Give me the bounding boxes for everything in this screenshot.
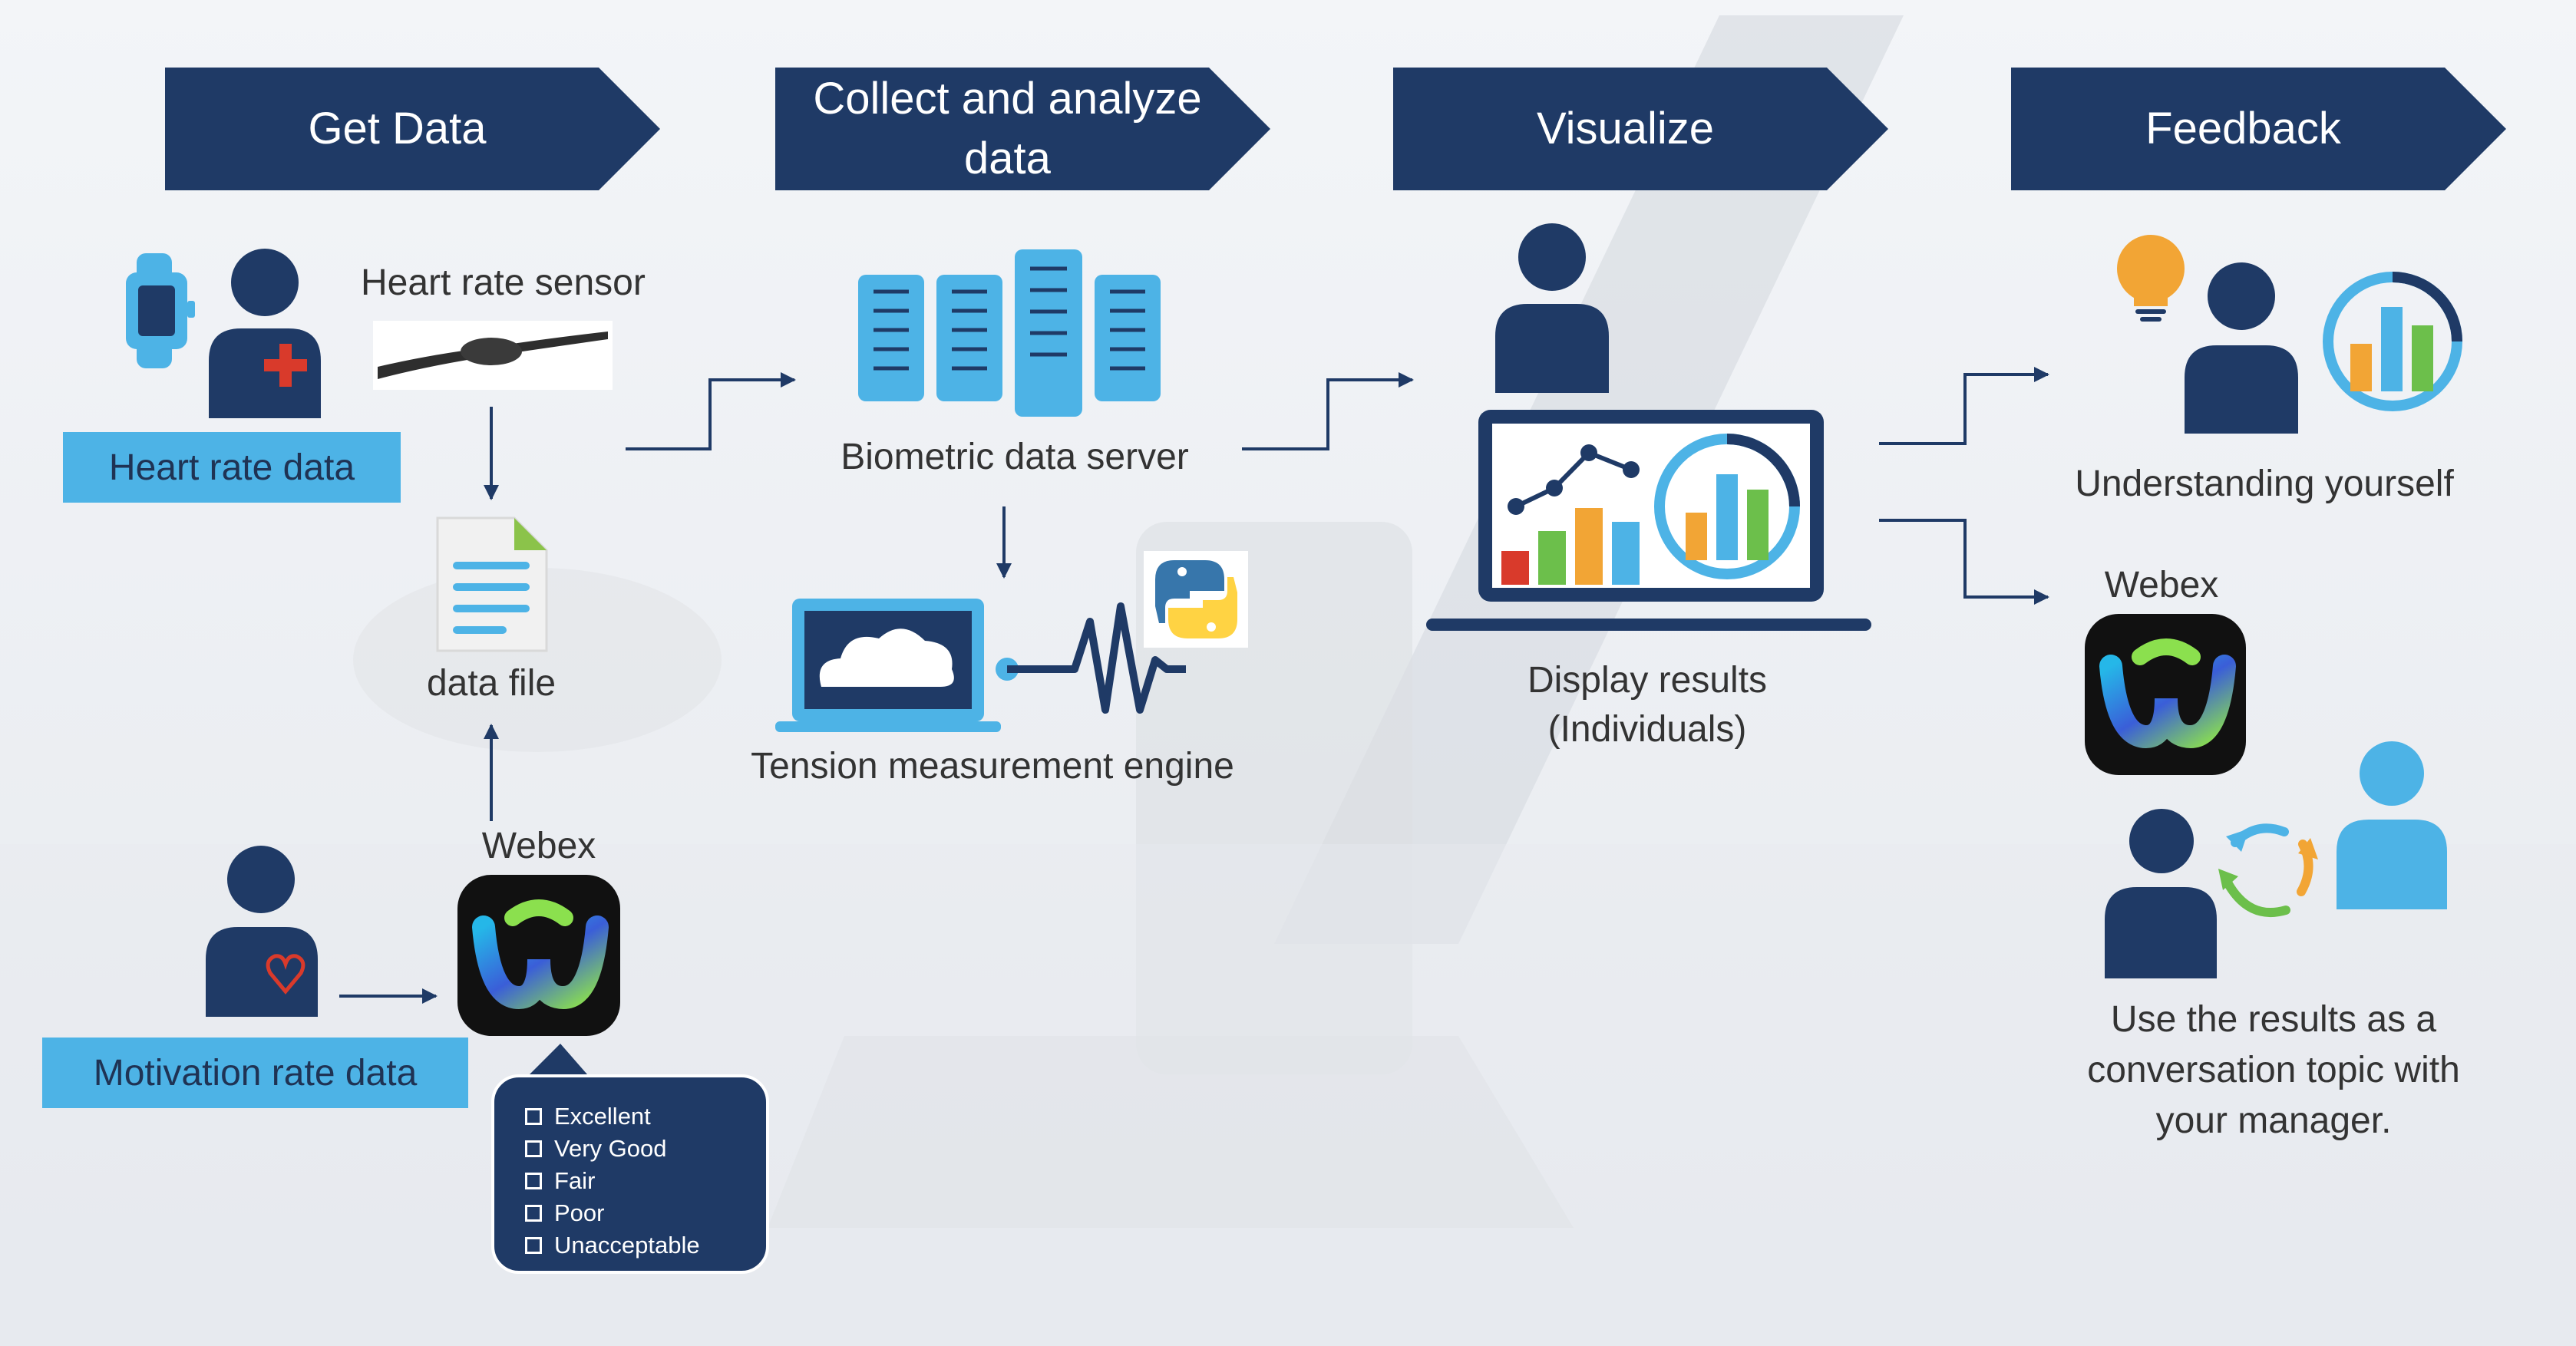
smartwatch-icon [126, 253, 195, 368]
step-chevron-3 [1393, 68, 1888, 190]
person-icon [1495, 223, 1609, 393]
lightbulb-icon [2117, 235, 2185, 322]
heart-rate-strap-icon [373, 321, 613, 390]
person-heart-icon [206, 846, 318, 1017]
survey-option-poor[interactable]: Poor [525, 1197, 766, 1229]
heart-rate-sensor-label: Heart rate sensor [361, 262, 646, 303]
webex-logo-icon [457, 875, 620, 1036]
arrow-get-to-server [626, 372, 796, 450]
step-label-get-data: Get Data [308, 104, 487, 154]
survey-option-unacceptable[interactable]: Unacceptable [525, 1229, 766, 1262]
checkbox-icon[interactable] [525, 1140, 542, 1157]
survey-option-very-good[interactable]: Very Good [525, 1133, 766, 1165]
chart-circle-icon [2323, 272, 2462, 411]
data-file-label: data file [426, 663, 556, 704]
survey-pointer [530, 1044, 587, 1074]
survey-option-excellent[interactable]: Excellent [525, 1100, 766, 1133]
conversation-label-line1: Use the results as a [2110, 999, 2437, 1040]
display-results-label: Display results [1527, 660, 1768, 701]
checkbox-icon[interactable] [525, 1108, 542, 1125]
arrow-server-to-visualize [1242, 372, 1414, 450]
heartbeat-icon [996, 602, 1186, 714]
server-icon [858, 249, 1161, 417]
arrow-visualize-to-understanding [1879, 367, 2049, 445]
step-label-visualize: Visualize [1536, 104, 1715, 154]
conversation-cycle-icon [2105, 741, 2447, 978]
checkbox-icon[interactable] [525, 1237, 542, 1254]
conversation-label-line2: conversation topic with [2087, 1050, 2460, 1090]
survey-option-fair[interactable]: Fair [525, 1165, 766, 1197]
biometric-server-label: Biometric data server [841, 437, 1189, 477]
server-lines [874, 266, 1145, 371]
step-chevron-2 [775, 68, 1270, 190]
python-logo-icon [1144, 551, 1248, 648]
dashboard-laptop-icon [1426, 410, 1871, 631]
laptop-cloud-icon [775, 599, 1001, 732]
flow-arrows [339, 367, 2049, 1004]
webex-logo-icon [2085, 614, 2246, 775]
display-results-sub-label: (Individuals) [1547, 709, 1747, 750]
tension-engine-label: Tension measurement engine [751, 746, 1234, 787]
document-icon [436, 516, 548, 652]
step-label-collect: Collect and analyze data [813, 73, 1202, 183]
motivation-rate-data-band: Motivation rate data [42, 1038, 468, 1108]
webex-label-left: Webex [481, 826, 596, 866]
heart-rate-data-band: Heart rate data [63, 432, 401, 503]
checkbox-icon[interactable] [525, 1205, 542, 1222]
person-icon [2185, 262, 2298, 434]
checkbox-icon[interactable] [525, 1173, 542, 1189]
understanding-yourself-label: Understanding yourself [2075, 464, 2454, 504]
step-chevron-1 [165, 68, 660, 190]
arrow-visualize-to-webex [1879, 519, 2049, 605]
step-chevron-4 [2011, 68, 2506, 190]
webex-label-right: Webex [2104, 565, 2219, 605]
survey-options-box: Excellent Very Good Fair Poor Unacceptab… [491, 1074, 769, 1274]
conversation-label-line3: your manager. [2155, 1100, 2392, 1141]
person-medical-icon [209, 249, 321, 418]
step-label-feedback: Feedback [2145, 104, 2341, 154]
